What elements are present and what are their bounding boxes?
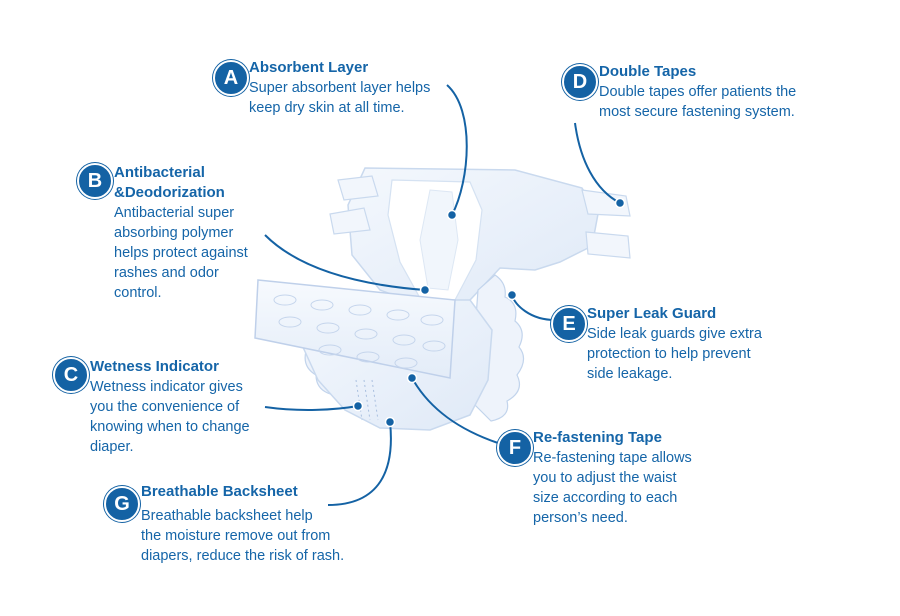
leader-line-b	[264, 234, 426, 291]
waist-band	[254, 279, 456, 379]
callout-f-title: Re-fastening Tape	[533, 429, 662, 446]
callout-e-title: Super Leak Guard	[587, 305, 717, 322]
callout-b-title: Antibacterial &Deodorization	[114, 164, 225, 201]
callout-a-title: Absorbent Layer	[249, 59, 369, 76]
double-tapes	[581, 189, 631, 259]
leader-line-e	[511, 294, 556, 321]
callout-c-desc: Wetness indicator gives you the convenie…	[90, 379, 250, 455]
callout-d-title: Double Tapes	[599, 63, 697, 80]
callout-e-desc: Side leak guards give extra protection t…	[587, 326, 762, 382]
callout-d-desc: Double tapes offer patients the most sec…	[599, 84, 797, 120]
badge-d: D	[562, 64, 598, 100]
callout-a-desc: Super absorbent layer helps keep dry ski…	[249, 80, 431, 116]
callout-f-desc: Re-fastening tape allows you to adjust t…	[533, 450, 692, 526]
diaper-illustration	[254, 167, 631, 431]
left-tapes	[329, 175, 379, 235]
callout-b-desc: Antibacterial super absorbing polymer he…	[114, 205, 248, 301]
badge-g: G	[104, 486, 140, 522]
leader-line-d	[574, 122, 621, 204]
callout-c-title: Wetness Indicator	[90, 358, 219, 375]
badge-b: B	[77, 163, 113, 199]
leader-line-f	[411, 377, 499, 444]
wetness-indicator-stripes	[355, 379, 379, 421]
callout-g-title: Breathable Backsheet	[141, 483, 298, 500]
leader-lines	[264, 84, 621, 506]
leader-line-c	[264, 405, 359, 411]
badge-a: A	[213, 60, 249, 96]
leader-dots	[352, 197, 626, 428]
callout-g-desc: Breathable backsheet help the moisture r…	[141, 508, 345, 564]
badge-f: F	[497, 430, 533, 466]
leader-line-g	[327, 421, 392, 506]
leader-line-a	[446, 84, 468, 216]
waist-band-logos	[273, 294, 446, 369]
badge-c: C	[53, 357, 89, 393]
badge-e: E	[551, 306, 587, 342]
